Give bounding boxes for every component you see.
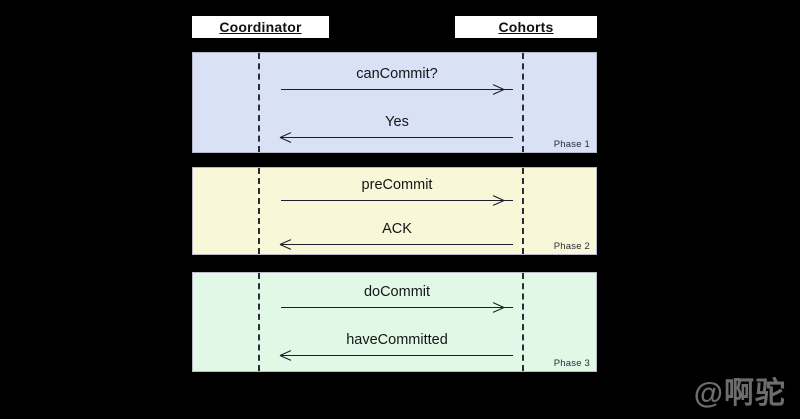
- phase-block-1: canCommit? Yes Phase 1: [192, 52, 597, 153]
- role-label-coordinator: Coordinator: [192, 16, 329, 38]
- phase-block-3: doCommit haveCommitted Phase 3: [192, 272, 597, 372]
- role-label-coordinator-text: Coordinator: [219, 19, 302, 35]
- message-have-committed: haveCommitted: [281, 331, 513, 369]
- phase-caption: Phase 3: [553, 358, 590, 369]
- arrowhead-right-icon: [503, 89, 514, 100]
- lifeline-cohorts: [522, 53, 524, 152]
- message-label: ACK: [382, 221, 412, 237]
- message-label: doCommit: [363, 284, 431, 300]
- message-line: [281, 355, 513, 356]
- message-do-commit: doCommit: [281, 283, 513, 321]
- arrowhead-right-icon: [503, 200, 514, 211]
- message-line: [281, 89, 513, 90]
- message-line: [281, 307, 513, 308]
- message-can-commit: canCommit?: [281, 65, 513, 103]
- message-label: canCommit?: [356, 66, 438, 82]
- message-line: [281, 200, 513, 201]
- message-label: preCommit: [361, 177, 433, 193]
- arrowhead-right-icon: [503, 307, 514, 318]
- message-line: [281, 244, 513, 245]
- lifeline-coordinator: [258, 53, 260, 152]
- phase-caption: Phase 1: [553, 139, 590, 150]
- arrowhead-left-icon: [280, 137, 291, 148]
- lifeline-cohorts: [522, 168, 524, 254]
- arrowhead-left-icon: [280, 355, 291, 366]
- lifeline-cohorts: [522, 273, 524, 371]
- role-label-cohorts-text: Cohorts: [498, 19, 554, 35]
- message-label: Yes: [385, 114, 409, 130]
- message-pre-commit: preCommit: [281, 176, 513, 214]
- watermark: @啊驼: [693, 377, 786, 410]
- message-line: [281, 137, 513, 138]
- phase-block-2: preCommit ACK Phase 2: [192, 167, 597, 255]
- role-label-cohorts: Cohorts: [455, 16, 597, 38]
- phase-caption: Phase 2: [553, 241, 590, 252]
- lifeline-coordinator: [258, 168, 260, 254]
- message-label: haveCommitted: [346, 332, 448, 348]
- message-ack: ACK: [281, 220, 513, 258]
- lifeline-coordinator: [258, 273, 260, 371]
- message-yes: Yes: [281, 113, 513, 151]
- arrowhead-left-icon: [280, 244, 291, 255]
